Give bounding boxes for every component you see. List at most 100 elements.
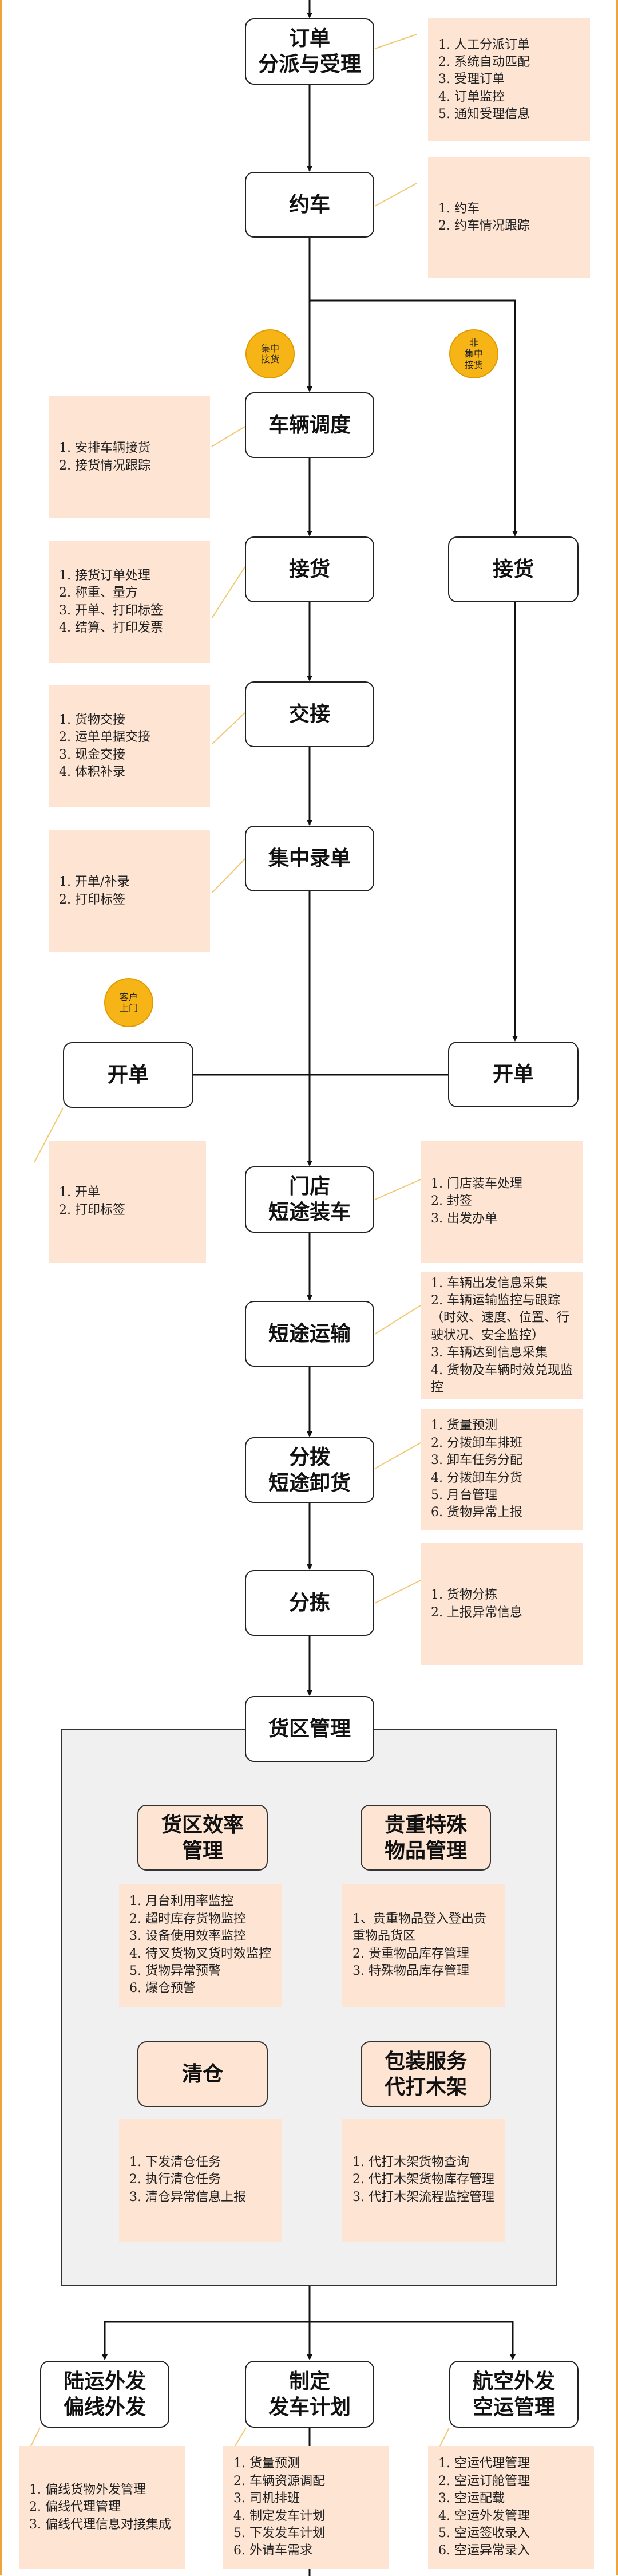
note-central-entry: 1. 开单/补录 2. 打印标签 [49,830,210,952]
note-line: 4. 待叉货物叉货时效监控 [129,1946,271,1961]
note-line: 1. 货量预测 [233,2456,300,2471]
node-handover[interactable]: 交接 [245,681,374,747]
note-line: 1. 约车 [438,201,480,216]
note-line: 3. 卸车任务分配 [431,1453,522,1468]
note-line: 1. 门店装车处理 [431,1176,522,1191]
badge-centralized-pickup: 集中 接货 [245,329,295,378]
node-sort-unload[interactable]: 分拨 短途卸货 [245,1437,374,1503]
note-line: 5. 空运签收录入 [438,2526,530,2541]
note-packaging: 1. 代打木架货物查询 2. 代打木架货物库存管理 3. 代打木架流程监控管理 [342,2119,505,2242]
node-dispatch-plan[interactable]: 制定 发车计划 [245,2361,374,2428]
node-cargo-area[interactable]: 货区管理 [245,1696,374,1762]
arrow-cargo-to-air [310,2321,516,2360]
node-packaging[interactable]: 包装服务 代打木架 [360,2041,491,2107]
note-line: 2. 执行清仓任务 [129,2172,221,2187]
note-line: 1. 开单 [59,1185,100,1200]
note-line: 1. 偏线货物外发管理 [29,2482,146,2497]
note-vehicle-dispatch: 1. 安排车辆接货 2. 接货情况跟踪 [49,396,210,518]
note-line: 6. 外请车需求 [233,2543,312,2558]
note-handover: 1. 货物交接 2. 运单单据交接 3. 现金交接 4. 体积补录 [49,685,210,807]
arrow-book-to-right-pickup [310,299,518,536]
note-line: 3. 出发办单 [431,1211,497,1226]
note-line: 4. 结算、打印发票 [59,620,163,635]
node-efficiency[interactable]: 货区效率 管理 [137,1805,268,1871]
node-vehicle-dispatch[interactable]: 车辆调度 [245,392,374,458]
note-line: 2. 打印标签 [59,892,125,907]
note-line: 1. 空运代理管理 [438,2456,530,2471]
note-line: 2. 运单单据交接 [59,730,150,745]
note-line: 3. 设备使用效率监控 [129,1929,246,1944]
note-line: 2. 上报异常信息 [431,1605,522,1620]
note-line: 1. 月台利用率监控 [129,1894,233,1909]
node-valuables[interactable]: 贵重特殊 物品管理 [360,1805,491,1871]
note-line: 3. 特殊物品库存管理 [352,1963,469,1978]
note-line: 2. 偏线代理管理 [29,2500,121,2515]
note-air-outsource: 1. 空运代理管理 2. 空运订舱管理 3. 空运配载 4. 空运外发管理 5. 空运签… [428,2446,594,2569]
note-line: 6. 货物异常上报 [431,1505,522,1520]
node-air-outsource[interactable]: 航空外发 空运管理 [449,2361,579,2428]
note-pickup: 1. 接货订单处理 2. 称重、量方 3. 开单、打印标签 4. 结算、打印发票 [49,541,210,663]
note-land-outsource: 1. 偏线货物外发管理 2. 偏线代理管理 3. 偏线代理信息对接集成 [19,2446,185,2569]
node-sorting[interactable]: 分拣 [245,1570,374,1636]
note-line: 1、贵重物品登入登出贵重物品货区 [352,1911,486,1944]
node-pickup-right[interactable]: 接货 [448,536,579,602]
note-line: 2. 称重、量方 [59,586,138,601]
node-book-car[interactable]: 约车 [245,172,374,238]
note-line: 3. 受理订单 [438,72,505,87]
node-land-outsource[interactable]: 陆运外发 偏线外发 [40,2361,169,2428]
note-line: 1. 人工分派订单 [438,37,530,52]
note-line: 1. 代打木架货物查询 [352,2155,469,2169]
note-line: 3. 清仓异常信息上报 [129,2190,246,2204]
note-line: 1. 接货订单处理 [59,568,150,583]
note-line: 4. 分拨卸车分货 [431,1470,522,1485]
note-line: 1. 开单/补录 [59,875,130,890]
note-line: 2. 封签 [431,1194,472,1209]
note-line: 4. 体积补录 [59,764,125,779]
note-line: 6. 爆仓预警 [129,1981,196,1996]
note-line: 2. 车辆运输监控与跟踪（时效、速度、位置、行驶状况、安全监控） [431,1293,570,1343]
arrow-cargo-to-land [102,2321,310,2360]
note-line: 6. 空运异常录入 [438,2543,530,2558]
note-line: 2. 贵重物品库存管理 [352,1946,469,1961]
note-line: 2. 代打木架货物库存管理 [352,2172,494,2187]
note-short-transport: 1. 车辆出发信息采集 2. 车辆运输监控与跟踪（时效、速度、位置、行驶状况、安全… [421,1272,583,1399]
note-line: 2. 空运订舱管理 [438,2474,530,2488]
node-billing-left[interactable]: 开单 [63,1042,193,1108]
note-line: 5. 月台管理 [431,1488,497,1502]
note-line: 1. 货物交接 [59,712,125,727]
note-line: 3. 司机排班 [233,2491,300,2506]
node-pickup-left[interactable]: 接货 [245,536,374,602]
note-line: 1. 货量预测 [431,1418,497,1433]
note-line: 2. 接货情况跟踪 [59,458,150,473]
note-line: 4. 货物及车辆时效兑现监控 [431,1363,573,1395]
note-line: 1. 车辆出发信息采集 [431,1276,548,1291]
note-line: 4. 空运外发管理 [438,2508,530,2523]
note-line: 5. 通知受理信息 [438,107,530,122]
node-short-transport[interactable]: 短途运输 [245,1301,374,1367]
note-line: 3. 空运配载 [438,2491,505,2506]
node-store-loading[interactable]: 门店 短途装车 [245,1166,374,1233]
note-valuables: 1、贵重物品登入登出贵重物品货区 2. 贵重物品库存管理 3. 特殊物品库存管理 [342,1884,505,2007]
note-line: 3. 开单、打印标签 [59,603,163,618]
note-line: 2. 分拨卸车排班 [431,1435,522,1450]
note-line: 3. 代打木架流程监控管理 [352,2190,494,2204]
note-line: 4. 订单监控 [438,89,505,104]
note-billing-left: 1. 开单 2. 打印标签 [49,1141,206,1263]
note-line: 4. 制定发车计划 [233,2508,325,2523]
node-clear-warehouse[interactable]: 清仓 [137,2041,268,2107]
node-billing-right[interactable]: 开单 [448,1042,579,1107]
note-line: 5. 货物异常预警 [129,1963,221,1978]
badge-customer-visit: 客户 上门 [104,978,153,1027]
note-line: 3. 偏线代理信息对接集成 [29,2517,171,2532]
note-line: 3. 车辆达到信息采集 [431,1346,548,1360]
note-line: 1. 安排车辆接货 [59,441,150,456]
note-line: 3. 现金交接 [59,747,125,762]
note-line: 2. 打印标签 [59,1202,125,1217]
node-order-dispatch[interactable]: 订单 分派与受理 [245,18,374,85]
node-central-entry[interactable]: 集中录单 [245,826,374,891]
